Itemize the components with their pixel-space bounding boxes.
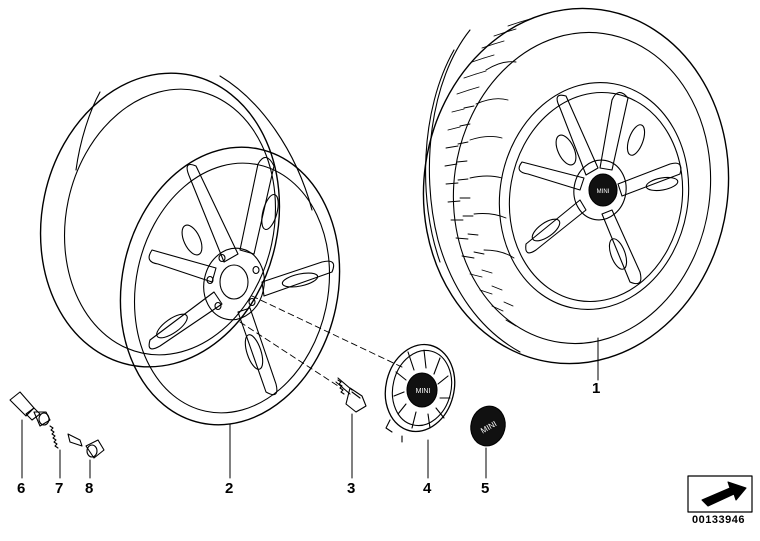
tire-tread (444, 18, 531, 327)
rim-spokes (148, 156, 335, 396)
callout-8: 8 (85, 480, 94, 497)
callout-3: 3 (347, 480, 356, 497)
leader-lines (21, 337, 599, 479)
emblem: MINI (470, 405, 506, 447)
document-number: 00133946 (692, 514, 745, 526)
callout-1: 1 (592, 380, 601, 397)
wheel-bolt (335, 377, 367, 413)
callout-6: 6 (17, 480, 26, 497)
tire-hub-logo: MINI (597, 189, 610, 195)
assembly-lines (239, 295, 405, 387)
wheel-spokes (518, 91, 682, 285)
hub-cap-logo: MINI (416, 388, 431, 395)
arrow-icon (687, 475, 753, 513)
callout-2: 2 (225, 480, 234, 497)
hub-cap: MINI (384, 343, 456, 443)
callout-5: 5 (481, 480, 490, 497)
tire-valve (9, 391, 51, 427)
complete-wheel-with-tire: MINI (422, 7, 730, 365)
light-alloy-rim (39, 72, 341, 426)
callout-4: 4 (423, 480, 432, 497)
valve-cap (85, 439, 105, 459)
valve-insert (49, 425, 83, 449)
callout-7: 7 (55, 480, 64, 497)
